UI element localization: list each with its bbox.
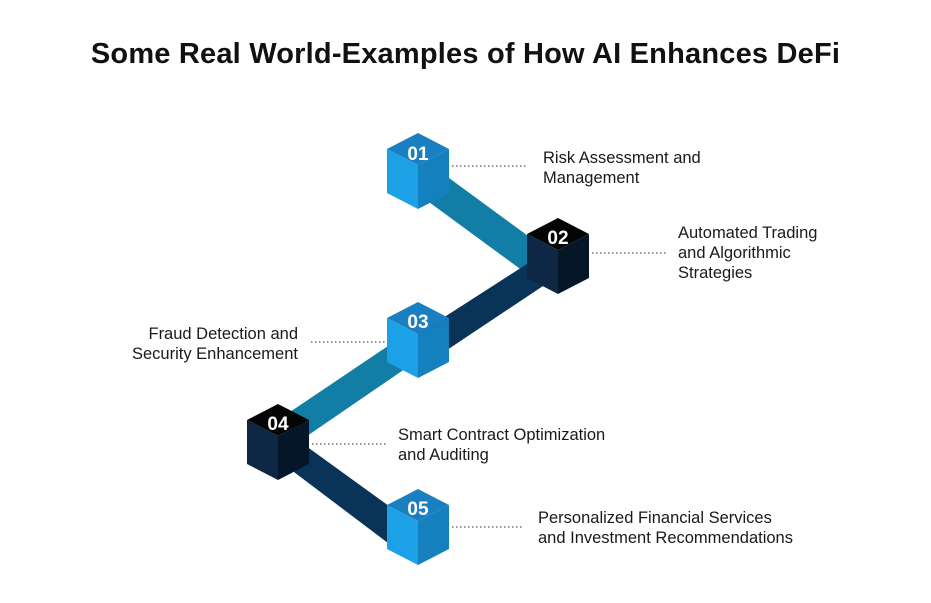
step-02-number: 02	[547, 228, 568, 249]
label-line: Strategies	[678, 264, 753, 282]
step-02-label: Automated Trading and Algorithmic Strate…	[678, 223, 817, 283]
label-line: and Investment Recommendations	[538, 529, 793, 547]
label-line: Security Enhancement	[131, 345, 298, 363]
step-05-number: 05	[407, 499, 429, 520]
step-03-cube: 03	[387, 302, 449, 378]
step-05-label: Personalized Financial Services and Inve…	[538, 508, 793, 548]
cube-side	[278, 420, 309, 480]
label-line: and Auditing	[398, 446, 489, 464]
cube-side	[418, 149, 449, 209]
step-04-number: 04	[267, 414, 289, 435]
page-title: Some Real World-Examples of How AI Enhan…	[90, 38, 841, 70]
beam-01-02	[418, 178, 558, 274]
beam-03-04	[278, 346, 418, 436]
beam-04-05	[278, 446, 418, 543]
label-line: Smart Contract Optimization	[398, 426, 606, 444]
label-line: Personalized Financial Services	[538, 509, 772, 527]
step-03-number: 03	[407, 312, 428, 333]
cube-front	[387, 505, 418, 565]
cube-side	[558, 234, 589, 294]
cube-front	[387, 149, 418, 209]
label-line: Management	[543, 169, 640, 187]
step-04-cube: 04	[247, 404, 309, 480]
cube-side	[418, 318, 449, 378]
cube-side	[418, 505, 449, 565]
label-line: and Algorithmic	[678, 244, 791, 262]
step-05-cube: 05	[387, 489, 449, 565]
label-line: Risk Assessment and	[543, 149, 701, 167]
cube-front	[527, 234, 558, 294]
step-01-cube: 01	[387, 133, 449, 209]
step-02-cube: 02	[527, 218, 589, 294]
step-01-number: 01	[407, 144, 429, 165]
step-01-label: Risk Assessment and Management	[543, 148, 701, 188]
beam-02-03	[418, 262, 558, 350]
label-line: Automated Trading	[678, 224, 818, 242]
step-04-label: Smart Contract Optimization and Auditing	[398, 425, 605, 465]
step-03-label: Fraud Detection and Security Enhancement	[80, 324, 298, 364]
cube-front	[247, 420, 278, 480]
cube-front	[387, 318, 418, 378]
label-line: Fraud Detection and	[148, 325, 298, 343]
